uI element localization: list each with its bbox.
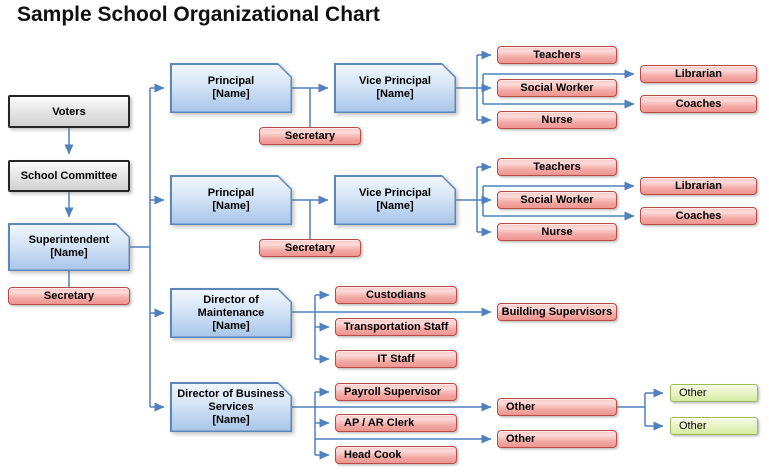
- node-superintendent-secretary: Secretary: [8, 287, 130, 305]
- node-person-name: [Name]: [212, 319, 250, 332]
- snip-fill: [10, 225, 129, 270]
- snip-fill: [336, 65, 455, 112]
- page-title: Sample School Organizational Chart: [17, 3, 380, 26]
- node-role: Vice Principal: [359, 187, 431, 199]
- node-vice-principal-2: Vice Principal[Name]: [334, 175, 456, 225]
- node-ap-ar-clerk: AP / AR Clerk: [335, 414, 457, 432]
- node-teachers-1: Teachers: [497, 46, 617, 64]
- node-role: Vice Principal: [359, 75, 431, 87]
- snip-fill: [172, 177, 291, 224]
- node-principal-2-secretary: Secretary: [259, 239, 361, 257]
- node-role: Principal: [207, 187, 255, 199]
- node-building-supervisors: Building Supervisors: [497, 303, 617, 321]
- node-role: Principal: [207, 75, 255, 87]
- node-coaches-2: Coaches: [640, 207, 757, 225]
- node-vice-principal-1: Vice Principal[Name]: [334, 63, 456, 113]
- node-other-pink-1: Other: [497, 398, 617, 416]
- connectors: [64, 50, 664, 460]
- node-person-name: [Name]: [212, 200, 250, 212]
- node-other-pink-2: Other: [497, 430, 617, 448]
- node-principal-1-secretary: Secretary: [259, 127, 361, 145]
- snip-fill: [336, 177, 455, 224]
- node-other-green-2: Other: [670, 417, 758, 435]
- node-head-cook: Head Cook: [335, 446, 457, 464]
- snip-fill: [172, 290, 291, 337]
- node-person-name: [Name]: [212, 413, 250, 426]
- node-voters: Voters: [8, 95, 130, 128]
- node-director-business-services: Director of Business Services[Name]: [170, 382, 292, 432]
- node-person-name: [Name]: [212, 88, 250, 100]
- node-nurse-1: Nurse: [497, 111, 617, 129]
- snip-fill: [172, 384, 291, 431]
- node-role: Director of Maintenance: [197, 293, 265, 319]
- node-person-name: [Name]: [50, 247, 88, 259]
- node-payroll-supervisor: Payroll Supervisor: [335, 383, 457, 401]
- node-custodians: Custodians: [335, 286, 457, 304]
- node-librarian-1: Librarian: [640, 65, 757, 83]
- node-person-name: [Name]: [376, 88, 414, 100]
- node-role: Superintendent: [28, 234, 110, 246]
- node-coaches-1: Coaches: [640, 95, 757, 113]
- node-other-green-1: Other: [670, 384, 758, 402]
- node-role: Director of Business Services: [177, 387, 285, 413]
- node-nurse-2: Nurse: [497, 223, 617, 241]
- node-superintendent: Superintendent[Name]: [8, 223, 130, 271]
- node-social-worker-2: Social Worker: [497, 191, 617, 209]
- node-librarian-2: Librarian: [640, 177, 757, 195]
- node-principal-1: Principal[Name]: [170, 63, 292, 113]
- snip-fill: [172, 65, 291, 112]
- node-principal-2: Principal[Name]: [170, 175, 292, 225]
- node-transportation-staff: Transportation Staff: [335, 318, 457, 336]
- node-social-worker-1: Social Worker: [497, 79, 617, 97]
- node-director-maintenance: Director of Maintenance[Name]: [170, 288, 292, 338]
- node-person-name: [Name]: [376, 200, 414, 212]
- node-teachers-2: Teachers: [497, 158, 617, 176]
- node-school-committee: School Committee: [8, 160, 130, 192]
- node-it-staff: IT Staff: [335, 350, 457, 368]
